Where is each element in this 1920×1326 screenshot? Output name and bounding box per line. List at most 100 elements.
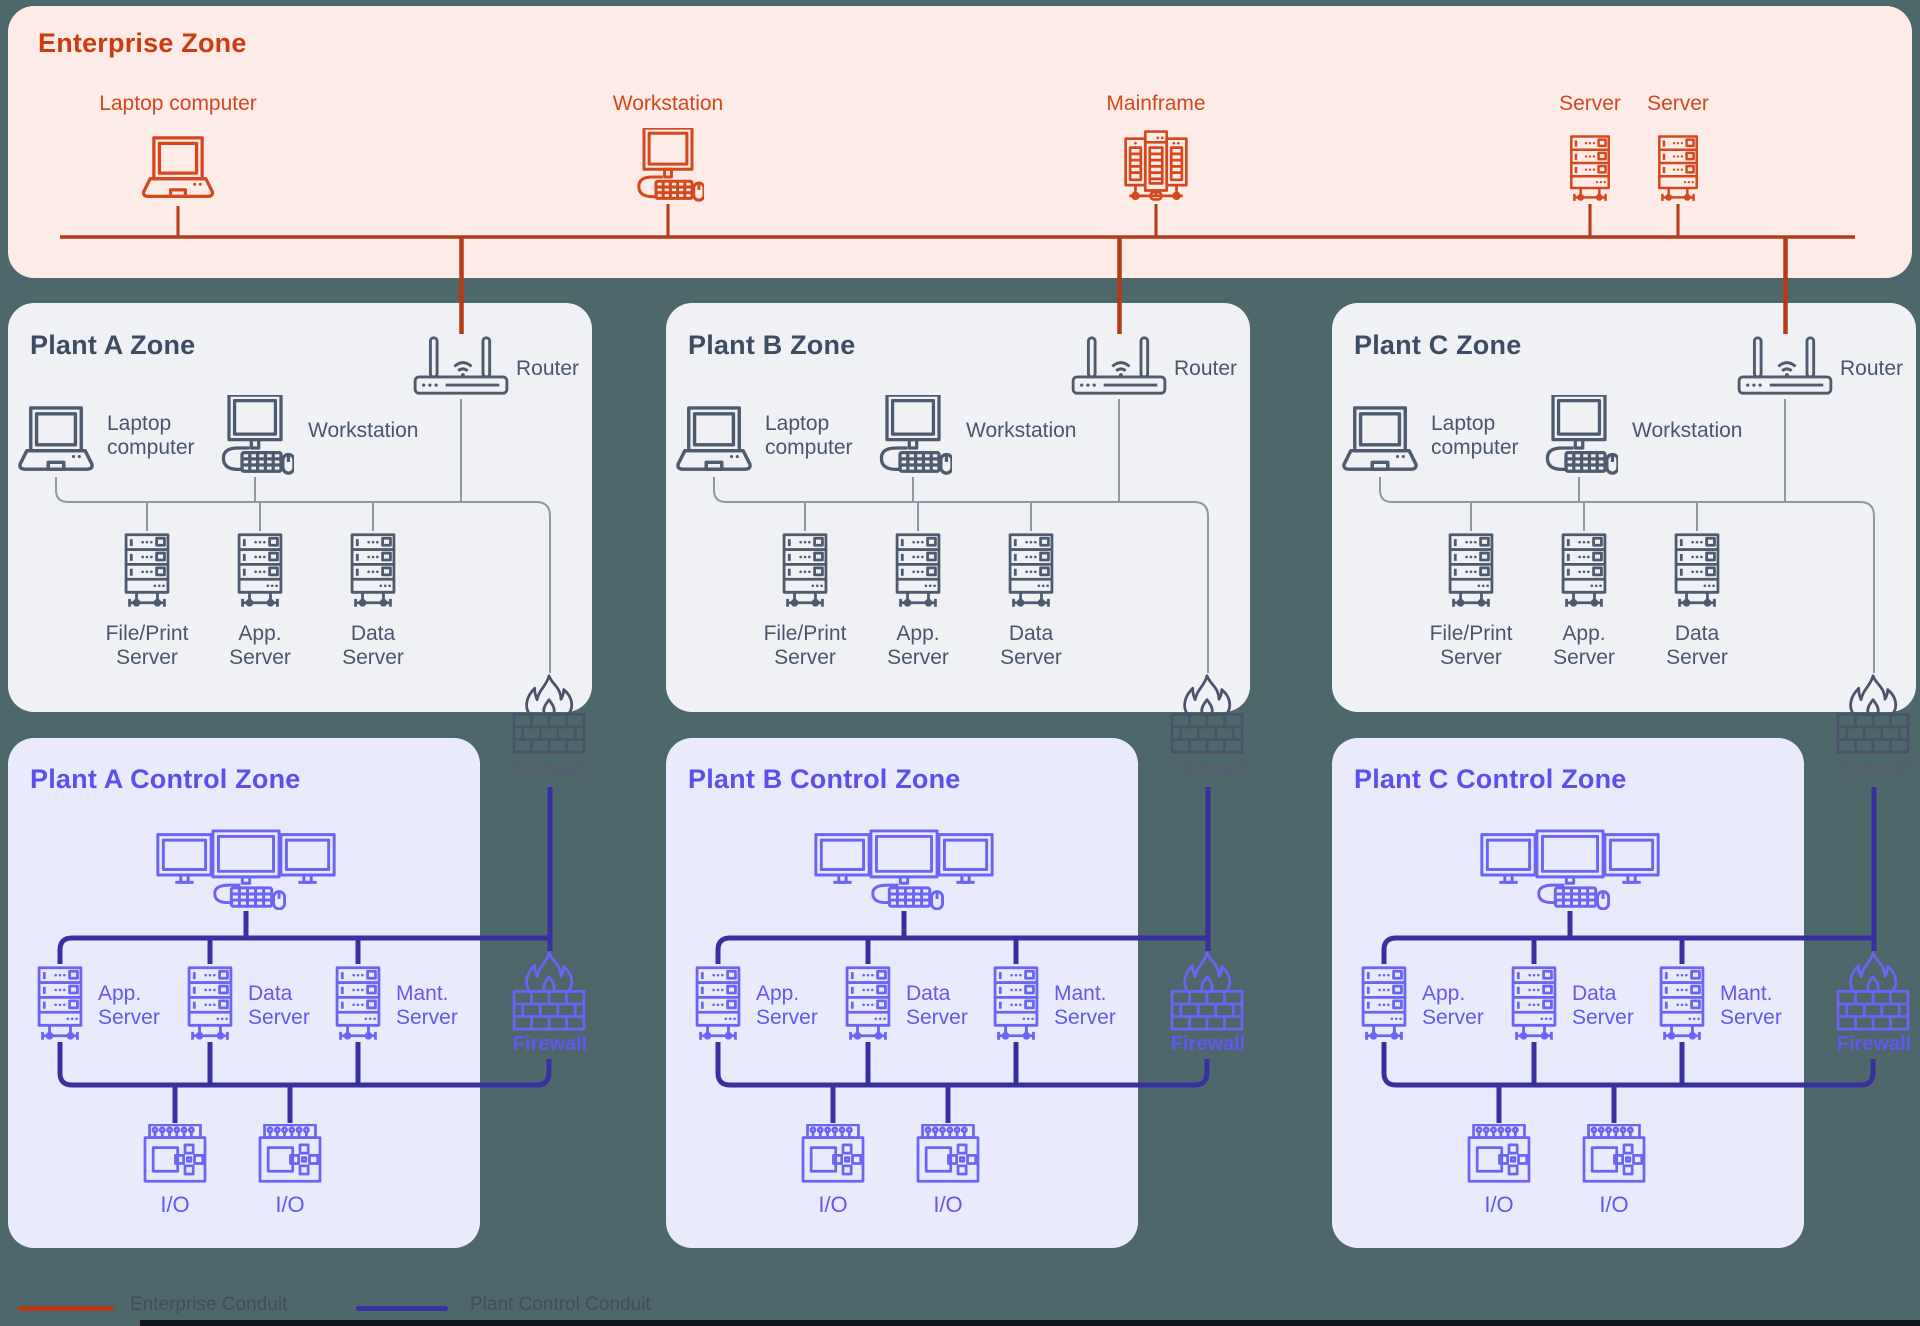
firewall-label: Firewall: [1836, 757, 1912, 779]
firewall-label: Firewall: [1170, 757, 1246, 779]
control-zone-title: Plant A Control Zone: [30, 764, 301, 794]
io-label: I/O: [1599, 1192, 1629, 1217]
enterprise-device-label: Server: [1559, 92, 1621, 115]
server-label: App.Server: [887, 622, 949, 669]
server-icon: [1506, 966, 1562, 1041]
io-module-icon: [916, 1124, 980, 1184]
plant-control-zone-panel: [8, 738, 480, 1248]
firewall-icon: [1836, 950, 1910, 1031]
firewall-label: Firewall: [1836, 1033, 1912, 1055]
firewall-label: Firewall: [512, 1033, 588, 1055]
firewall-label: Firewall: [512, 757, 588, 779]
server-label: App.Server: [229, 622, 291, 669]
window-edge-strip: [140, 1320, 1920, 1326]
server-icon: [32, 966, 88, 1041]
laptop-icon: [1339, 406, 1421, 474]
laptop-icon: [673, 406, 755, 474]
io-module-icon: [1467, 1124, 1531, 1184]
server-icon: [690, 966, 746, 1041]
server-icon: [182, 966, 238, 1041]
enterprise-device-label: Mainframe: [1106, 92, 1206, 115]
server-icon: [330, 966, 386, 1041]
io-label: I/O: [818, 1192, 848, 1217]
io-module-icon: [258, 1124, 322, 1184]
server-label: App.Server: [1553, 622, 1615, 669]
plant-zone-title: Plant C Zone: [1354, 330, 1522, 360]
workstation-icon: [874, 395, 952, 475]
enterprise-zone-title: Enterprise Zone: [38, 28, 247, 58]
plant-zone-title: Plant B Zone: [688, 330, 856, 360]
io-module-icon: [801, 1124, 865, 1184]
control-zone-title: Plant B Control Zone: [688, 764, 961, 794]
io-label: I/O: [160, 1192, 190, 1217]
plant-column: Plant A Zone Plant A Control Zone Router…: [8, 0, 628, 1326]
laptop-icon: [15, 406, 97, 474]
router-label: Router: [516, 357, 580, 380]
io-label: I/O: [1484, 1192, 1514, 1217]
server-icon: [1443, 533, 1499, 608]
server-label: Mant.Server: [396, 982, 458, 1029]
router-label: Router: [1174, 357, 1238, 380]
server-label: Mant.Server: [1054, 982, 1116, 1029]
server-icon: [1669, 533, 1725, 608]
hmi-workstation-icon: [814, 829, 994, 910]
legend: Enterprise Conduit Plant Control Conduit: [0, 1292, 1920, 1326]
server-icon: [345, 533, 401, 608]
hmi-workstation-icon: [156, 829, 336, 910]
server-label: App.Server: [1422, 982, 1484, 1029]
io-label: I/O: [933, 1192, 963, 1217]
plant-column: Plant B Zone Plant B Control Zone Router…: [666, 0, 1286, 1326]
plant-control-zone-panel: [666, 738, 1138, 1248]
plant-control-zone-panel: [1332, 738, 1804, 1248]
io-label: I/O: [275, 1192, 305, 1217]
io-module-icon: [143, 1124, 207, 1184]
server-label: App.Server: [98, 982, 160, 1029]
legend-label-plant-control-conduit: Plant Control Conduit: [470, 1294, 651, 1315]
firewall-icon: [512, 673, 586, 754]
server-icon: [890, 533, 946, 608]
plant-column: Plant C Zone Plant C Control Zone Router…: [1332, 0, 1920, 1326]
plant-zone-title: Plant A Zone: [30, 330, 196, 360]
workstation-label: Workstation: [966, 419, 1077, 442]
server-icon: [1003, 533, 1059, 608]
firewall-label: Firewall: [1170, 1033, 1246, 1055]
router-label: Router: [1840, 357, 1904, 380]
server-icon: [988, 966, 1044, 1041]
workstation-label: Workstation: [308, 419, 419, 442]
server-icon: [119, 533, 175, 608]
server-icon: [1556, 533, 1612, 608]
enterprise-conduit-swatch: [18, 1306, 114, 1311]
router-icon: [1737, 333, 1833, 398]
workstation-label: Workstation: [1632, 419, 1743, 442]
workstation-icon: [216, 395, 294, 475]
server-icon: [1356, 966, 1412, 1041]
server-icon: [232, 533, 288, 608]
server-icon: [1654, 966, 1710, 1041]
firewall-icon: [1170, 950, 1244, 1031]
hmi-workstation-icon: [1480, 829, 1660, 910]
router-icon: [413, 333, 509, 398]
plant-control-conduit-swatch: [356, 1306, 448, 1311]
server-label: App.Server: [756, 982, 818, 1029]
control-zone-title: Plant C Control Zone: [1354, 764, 1627, 794]
firewall-icon: [1170, 673, 1244, 754]
workstation-icon: [1540, 395, 1618, 475]
firewall-icon: [1836, 673, 1910, 754]
enterprise-device-label: Workstation: [612, 92, 724, 115]
enterprise-device-label: Laptop computer: [99, 92, 257, 115]
server-icon: [840, 966, 896, 1041]
server-label: Mant.Server: [1720, 982, 1782, 1029]
